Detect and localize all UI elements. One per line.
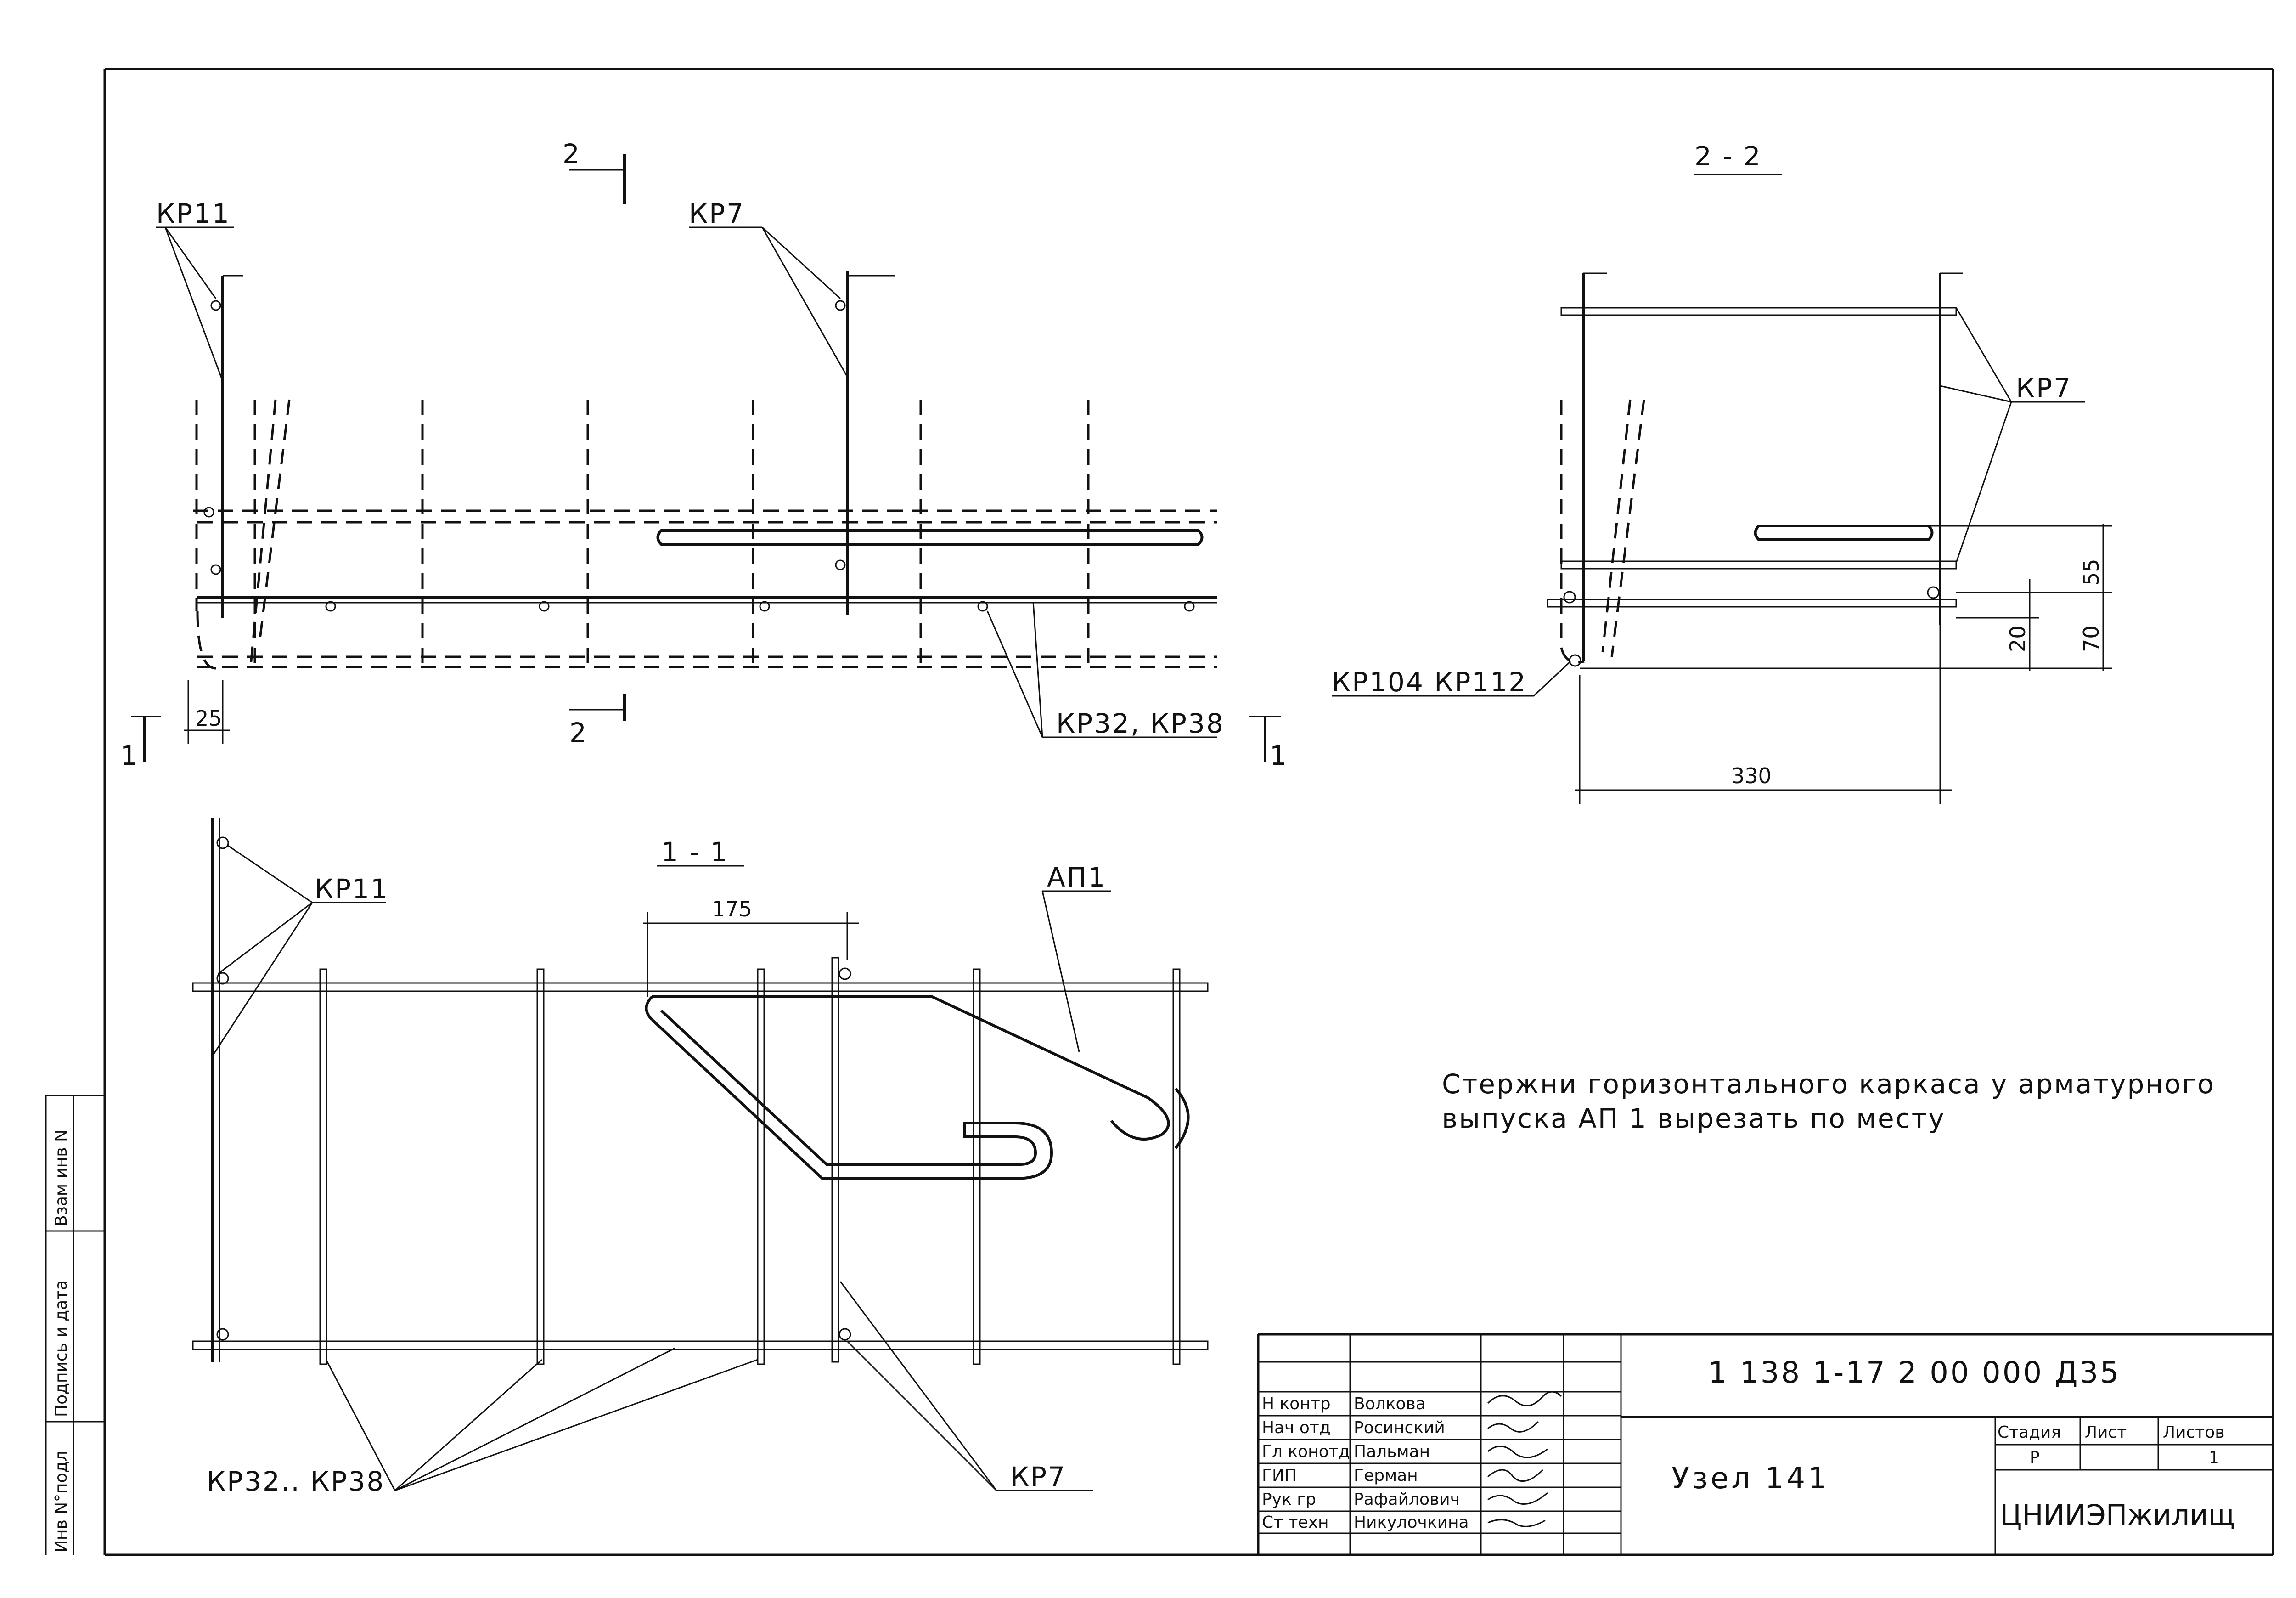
- tb-name-4: Рафайлович: [1354, 1490, 1460, 1509]
- dim-70: 70: [2079, 625, 2104, 652]
- tb-name-0: Волкова: [1354, 1395, 1426, 1413]
- tb-name-2: Пальман: [1354, 1442, 1430, 1461]
- sheet-header: Лист: [2085, 1423, 2127, 1442]
- drawing-title: Узел 141: [1671, 1462, 1829, 1496]
- label-kp104-kp112: КР104 КР112: [1332, 666, 1527, 698]
- tb-role-2: Гл конотд: [1262, 1442, 1350, 1461]
- sheet-frame: [103, 68, 2274, 1556]
- label-kp32-kp38-top: КР32, КР38: [1056, 708, 1225, 739]
- tb-name-5: Никулочкина: [1354, 1513, 1469, 1532]
- label-kp7-section: КР7: [2016, 373, 2072, 404]
- section-1-1-view: [192, 818, 1209, 1491]
- dim-25: 25: [195, 706, 222, 731]
- side-stamp-col1: Инв N°подл: [52, 1451, 71, 1553]
- side-stamp: Инв N°подл Подпись и дата Взам инв N: [45, 1095, 105, 1555]
- title-block: [1257, 1333, 2273, 1555]
- side-stamp-col3: Взам инв N: [52, 1129, 71, 1226]
- label-kp11-top: КР11: [156, 198, 231, 229]
- note-line-1: Стержни горизонтального каркаса у армату…: [1442, 1068, 2215, 1100]
- tb-role-1: Нач отд: [1262, 1418, 1331, 1437]
- organization: ЦНИИЭПжилищ: [2000, 1498, 2235, 1532]
- cut-2-bottom: 2: [569, 717, 588, 748]
- note-line-2: выпуска АП 1 вырезать по месту: [1442, 1103, 1946, 1134]
- label-kp7-top: КР7: [689, 198, 745, 229]
- section-2-2-view: [1332, 174, 2112, 804]
- label-kp11-bottom: КР11: [315, 873, 389, 904]
- dim-330: 330: [1731, 763, 1772, 788]
- dim-20: 20: [2005, 625, 2030, 652]
- sheets-value: 1: [2209, 1448, 2219, 1467]
- side-stamp-col2: Подпись и дата: [52, 1280, 71, 1417]
- doc-code: 1 138 1-17 2 00 000 Д35: [1708, 1356, 2121, 1390]
- tb-role-4: Рук гр: [1262, 1490, 1316, 1509]
- tb-role-5: Ст техн: [1262, 1513, 1329, 1532]
- section-1-1-title: 1 - 1: [661, 836, 729, 868]
- stage-header: Стадия: [1998, 1423, 2061, 1442]
- dim-175: 175: [712, 897, 752, 921]
- dim-55: 55: [2079, 559, 2104, 586]
- label-kp32-kp38-bottom: КР32.. КР38: [207, 1466, 385, 1497]
- label-kp7-bottom: КР7: [1010, 1461, 1066, 1492]
- tb-name-1: Росинский: [1354, 1418, 1445, 1437]
- elevation-view: [131, 154, 1281, 762]
- section-2-2-title: 2 - 2: [1694, 141, 1762, 172]
- cut-1-left: 1: [120, 740, 139, 771]
- cut-2-top: 2: [563, 138, 581, 169]
- stage-value: Р: [2030, 1448, 2040, 1467]
- cut-1-right: 1: [1270, 740, 1288, 771]
- tb-role-3: ГИП: [1262, 1466, 1297, 1485]
- tb-name-3: Герман: [1354, 1466, 1418, 1485]
- tb-role-0: Н контр: [1262, 1395, 1331, 1413]
- sheets-header: Листов: [2163, 1423, 2224, 1442]
- label-ap1: АП1: [1047, 862, 1106, 893]
